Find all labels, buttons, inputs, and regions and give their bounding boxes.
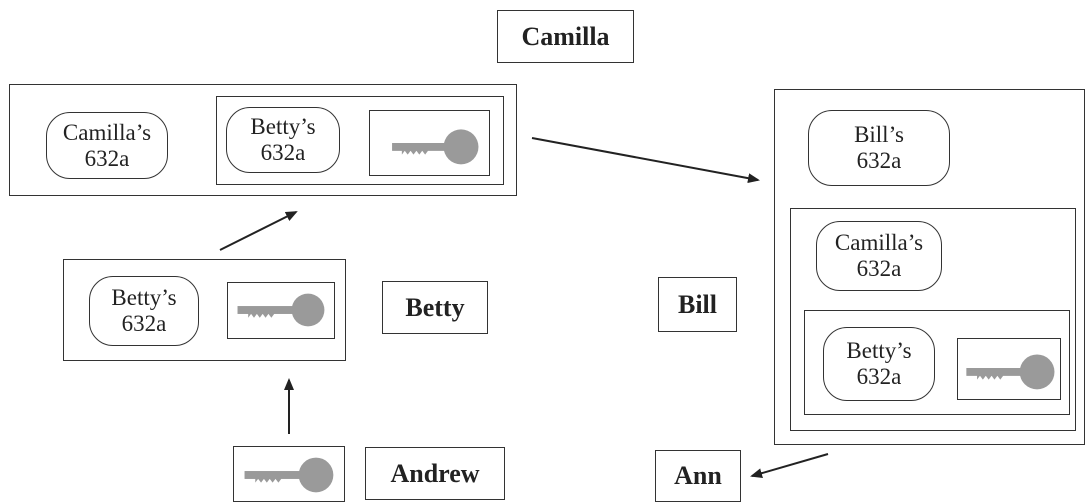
key-icon [392, 129, 479, 165]
ann-label-text: Ann [674, 461, 722, 490]
andrew-label: Andrew [365, 447, 505, 500]
bill-label-text: Bill [677, 289, 717, 319]
cert-owner: Camilla’s [834, 230, 924, 255]
key-icon [966, 354, 1055, 390]
bill-label: Bill [658, 277, 737, 332]
key-box-bill-chain [957, 338, 1061, 400]
andrew-label-text: Andrew [390, 458, 480, 488]
key-icon [237, 293, 325, 327]
betty-label-text: Betty [405, 292, 465, 322]
betty-certificate [63, 259, 346, 361]
cert-owner: Betty’s [846, 338, 912, 363]
key-box-camilla-chain [369, 110, 490, 176]
cert-id: 632a [856, 148, 902, 173]
arrow-bill-to-ann [750, 453, 829, 479]
bill-certificate-chain [774, 89, 1085, 445]
cert-owner: Betty’s [250, 114, 316, 139]
cert-id: 632a [260, 140, 306, 165]
arrow-betty-to-camilla [219, 211, 298, 251]
camilla-label-text: Camilla [521, 21, 610, 51]
betty-cert-in-bill-chain [804, 310, 1070, 415]
ann-label: Ann [655, 450, 741, 502]
camilla-certificate-chain [9, 84, 517, 196]
cert-id: 632a [84, 145, 130, 171]
betty-cert-pill-in-bill: Betty’s 632a [823, 327, 935, 401]
arrow-camilla-to-bill [531, 137, 760, 184]
cert-owner: Betty’s [111, 285, 177, 310]
betty-cert-pill: Betty’s 632a [89, 276, 199, 346]
cert-owner: Bill’s [854, 122, 904, 147]
betty-cert-in-camilla-chain [216, 96, 504, 185]
key-box-andrew [233, 446, 345, 502]
bill-cert-pill: Bill’s 632a [808, 110, 950, 186]
camilla-label: Camilla [497, 10, 634, 63]
cert-owner: Camilla’s [62, 119, 152, 145]
key-icon [244, 457, 334, 493]
cert-id: 632a [856, 364, 902, 389]
betty-cert-pill-in-camilla: Betty’s 632a [226, 107, 340, 173]
camilla-cert-pill: Camilla’s 632a [46, 112, 168, 179]
betty-label: Betty [382, 281, 488, 334]
camilla-cert-in-bill-chain [790, 208, 1076, 431]
cert-id: 632a [856, 256, 902, 281]
key-box-betty [227, 282, 335, 339]
camilla-cert-pill-in-bill: Camilla’s 632a [816, 221, 942, 291]
cert-id: 632a [121, 311, 167, 336]
